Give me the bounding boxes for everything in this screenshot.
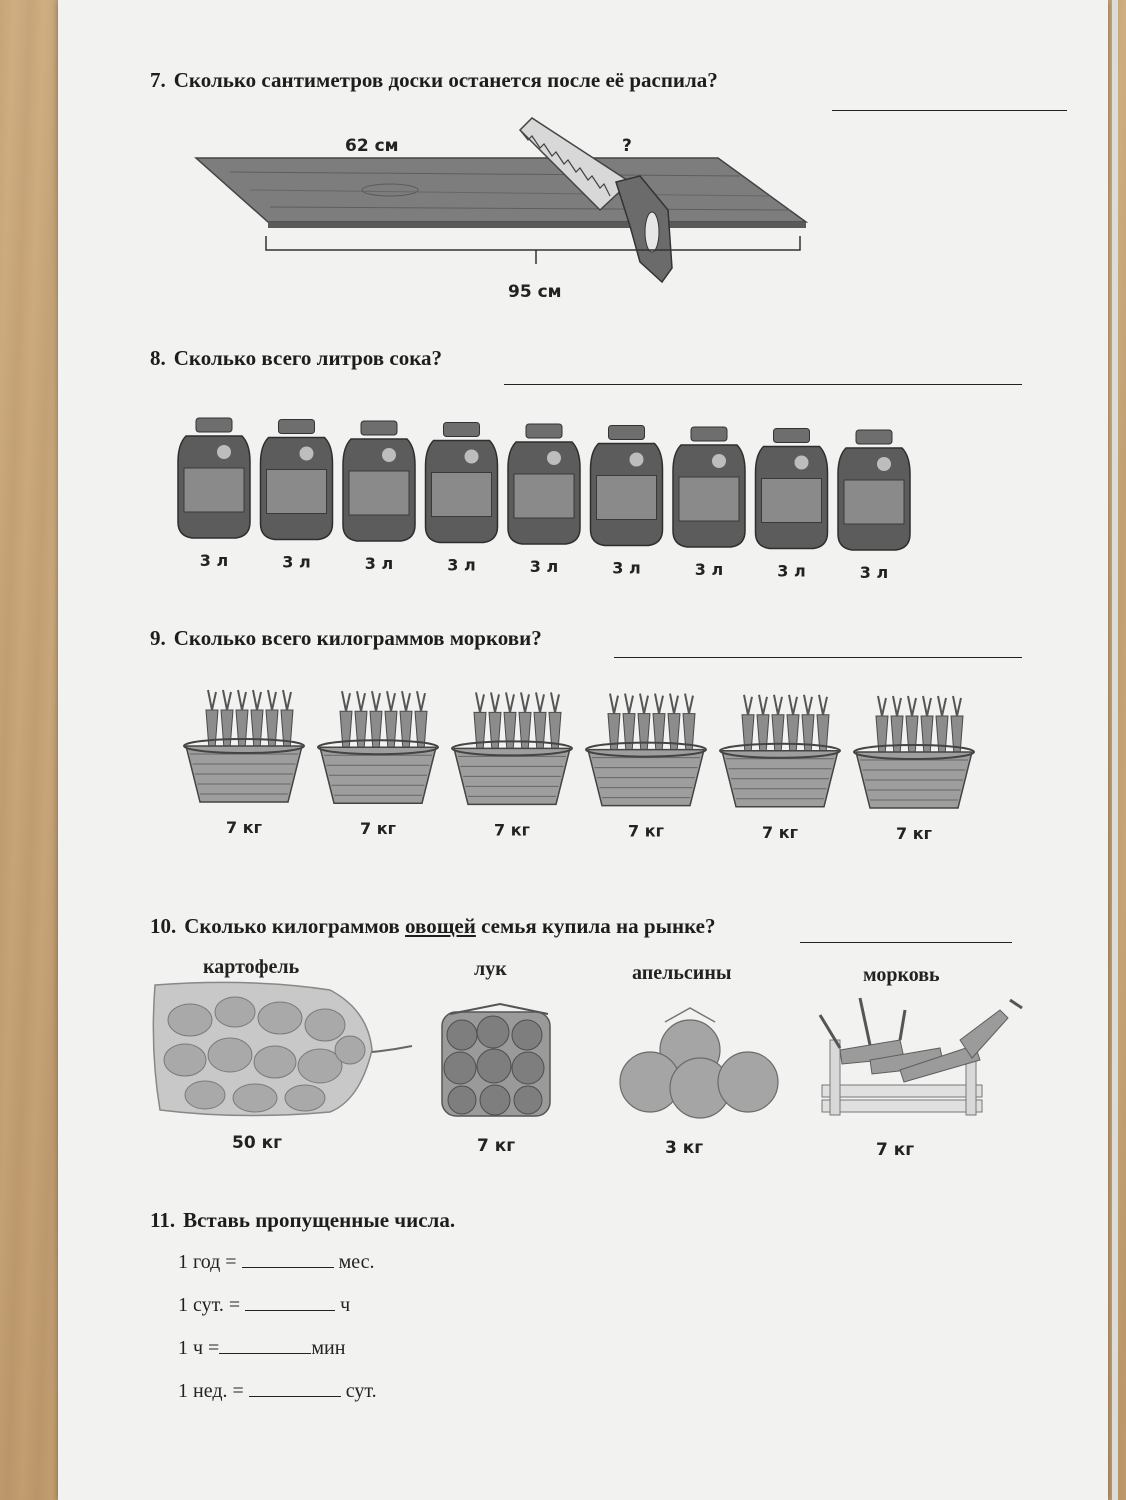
hour-blank[interactable] <box>219 1337 312 1354</box>
juice-jar <box>507 423 581 545</box>
juice-jar <box>259 419 334 541</box>
question-10-number: 10. <box>150 914 177 938</box>
jar-volume-label: 3 л <box>200 551 228 570</box>
jar-volume-label: 3 л <box>695 560 723 579</box>
jar-volume-label: 3 л <box>777 562 805 581</box>
basket-weight-label: 7 кг <box>896 824 932 843</box>
question-7-number: 7. <box>150 68 166 92</box>
question-10-text-before: Сколько килограммов <box>184 914 406 938</box>
juice-jar <box>672 426 746 548</box>
carrot-basket <box>183 689 305 803</box>
unknown-length-label: ? <box>622 136 632 156</box>
day-blank[interactable] <box>245 1294 336 1311</box>
carrot-basket <box>853 695 975 809</box>
question-7-text: Сколько сантиметров доски останется посл… <box>173 68 718 92</box>
jar-volume-label: 3 л <box>365 554 393 573</box>
question-8-text: Сколько всего литров сока? <box>173 346 442 370</box>
basket-weight-label: 7 кг <box>762 823 798 842</box>
oranges-net-image <box>619 1007 779 1119</box>
question-9-title: 9. Сколько всего килограммов моркови? <box>150 626 542 651</box>
question-11-text: Вставь пропущенные числа. <box>183 1208 456 1232</box>
conversion-row-week: 1 нед. = сут. <box>178 1380 377 1403</box>
carrot-basket <box>317 691 439 804</box>
juice-jar <box>424 422 499 544</box>
juice-jar <box>342 420 416 542</box>
hour-left: 1 ч = <box>178 1337 220 1359</box>
juice-jar <box>837 429 911 551</box>
potato-weight: 50 кг <box>232 1133 282 1153</box>
question-10-answer-line[interactable] <box>800 942 1012 943</box>
carrots-name: морковь <box>863 964 940 986</box>
oranges-weight: 3 кг <box>665 1138 704 1158</box>
jar-volume-label: 3 л <box>282 553 310 572</box>
hour-right: мин <box>311 1337 346 1359</box>
question-9-answer-line[interactable] <box>614 657 1022 658</box>
onion-net-image <box>441 1002 551 1117</box>
question-10-text-after: семья купила на рынке? <box>475 914 716 938</box>
year-left: 1 год = <box>178 1251 237 1273</box>
potato-name: картофель <box>203 956 300 978</box>
jar-volume-label: 3 л <box>447 556 475 575</box>
potato-sack-image <box>152 981 413 1117</box>
produce-illustrations <box>152 981 1023 1119</box>
page-edge <box>1112 0 1118 1500</box>
total-length-bracket <box>265 236 801 264</box>
carrot-basket <box>719 694 841 808</box>
basket-weight-label: 7 кг <box>226 818 262 837</box>
carrots-weight: 7 кг <box>876 1140 915 1160</box>
question-10-text-underlined: овощей <box>405 914 476 938</box>
question-7-title: 7. Сколько сантиметров доски останется по… <box>150 68 718 93</box>
question-10-title: 10. Сколько килограммов овощей семья купи… <box>150 914 715 939</box>
basket-weight-label: 7 кг <box>360 819 396 838</box>
question-11-number: 11. <box>150 1208 176 1232</box>
day-left: 1 сут. = <box>178 1294 241 1316</box>
question-7-answer-line[interactable] <box>832 110 1067 111</box>
question-8-number: 8. <box>150 346 166 370</box>
year-blank[interactable] <box>241 1251 334 1268</box>
jar-volume-label: 3 л <box>612 559 640 578</box>
day-right: ч <box>340 1294 351 1316</box>
question-9-number: 9. <box>150 626 166 650</box>
jar-volume-label: 3 л <box>530 557 558 576</box>
week-left: 1 нед. = <box>178 1380 244 1402</box>
onion-weight: 7 кг <box>477 1136 516 1156</box>
juice-jar <box>177 417 251 539</box>
juice-jars-row: 3 л 3 л 3 л 3 л 3 л 3 л 3 л 3 л 3 л <box>177 417 911 582</box>
total-length-label: 95 см <box>508 282 562 302</box>
question-9-text: Сколько всего килограммов моркови? <box>173 626 542 650</box>
week-right: сут. <box>345 1380 377 1402</box>
carrots-crate-image <box>818 997 1023 1116</box>
carrot-baskets-row: 7 кг 7 кг 7 кг 7 кг 7 кг 7 кг <box>183 689 975 843</box>
conversion-row-year: 1 год = мес. <box>178 1251 375 1274</box>
board-and-saw-illustration <box>194 117 809 284</box>
juice-jar <box>589 425 664 547</box>
saw-handle <box>615 175 673 284</box>
carrot-basket <box>451 692 573 806</box>
jar-volume-label: 3 л <box>860 563 888 582</box>
cut-length-label: 62 см <box>345 136 399 156</box>
question-8-answer-line[interactable] <box>504 384 1022 385</box>
question-8-title: 8. Сколько всего литров сока? <box>150 346 442 371</box>
week-blank[interactable] <box>248 1380 341 1397</box>
conversion-row-day: 1 сут. = ч <box>178 1294 350 1317</box>
onion-name: лук <box>474 958 507 980</box>
juice-jar <box>754 428 829 550</box>
conversion-row-hour: 1 ч = мин <box>178 1337 345 1360</box>
oranges-name: апельсины <box>632 962 732 984</box>
basket-weight-label: 7 кг <box>494 820 530 839</box>
year-right: мес. <box>338 1251 375 1273</box>
carrot-basket <box>585 693 707 807</box>
basket-weight-label: 7 кг <box>628 822 664 841</box>
question-11-title: 11. Вставь пропущенные числа. <box>150 1208 455 1233</box>
